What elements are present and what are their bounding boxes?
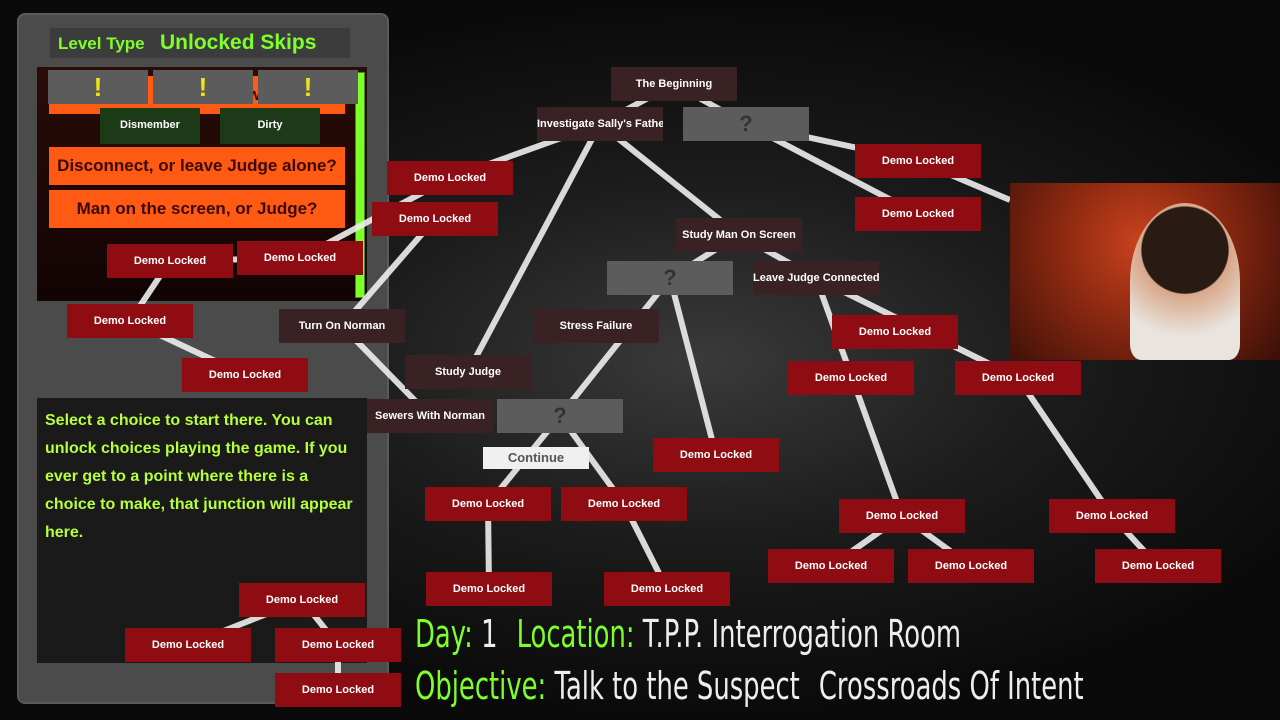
node-demo-locked[interactable]: Demo Locked xyxy=(908,549,1034,583)
day-line: Day: 1 xyxy=(415,612,498,656)
unlocked-skips-title: Unlocked Skips xyxy=(160,31,317,54)
objective-line: Objective: Talk to the Suspect xyxy=(415,664,800,708)
skip-alert-icon[interactable]: ! xyxy=(48,70,148,104)
skip-alert-icon[interactable]: ! xyxy=(258,70,358,104)
node-demo-locked[interactable]: Demo Locked xyxy=(604,572,730,606)
node-investigate-sallys-father[interactable]: Investigate Sally's Father xyxy=(537,107,663,141)
node-study-judge[interactable]: Study Judge xyxy=(405,355,531,389)
location-line: Location: T.P.P. Interrogation Room xyxy=(517,612,962,656)
node-demo-locked[interactable]: Demo Locked xyxy=(107,244,233,278)
info-row-objective: Objective: Talk to the Suspect Crossroad… xyxy=(415,664,1084,708)
node-demo-locked[interactable]: Demo Locked xyxy=(387,161,513,195)
node-demo-locked[interactable]: Demo Locked xyxy=(832,315,958,349)
chapter-title: Crossroads Of Intent xyxy=(818,664,1084,708)
node-demo-locked[interactable]: Demo Locked xyxy=(237,241,363,275)
node-demo-locked[interactable]: Demo Locked xyxy=(182,358,308,392)
node-unknown[interactable]: ? xyxy=(607,261,733,295)
panel-title: Level Type Unlocked Skips xyxy=(50,28,350,58)
node-unknown[interactable]: ? xyxy=(497,399,623,433)
day-value: 1 xyxy=(481,612,498,656)
node-leave-judge-connected[interactable]: Leave Judge Connected xyxy=(753,261,879,295)
node-demo-locked[interactable]: Demo Locked xyxy=(653,438,779,472)
choice-option[interactable]: Man on the screen, or Judge? xyxy=(49,190,345,228)
node-demo-locked[interactable]: Demo Locked xyxy=(239,583,365,617)
scrollbar[interactable] xyxy=(355,72,365,298)
node-demo-locked[interactable]: Demo Locked xyxy=(67,304,193,338)
choice-option[interactable]: Disconnect, or leave Judge alone? xyxy=(49,147,345,185)
node-demo-locked[interactable]: Demo Locked xyxy=(275,628,401,662)
node-demo-locked[interactable]: Demo Locked xyxy=(426,572,552,606)
day-label: Day: xyxy=(415,612,473,656)
node-the-beginning[interactable]: The Beginning xyxy=(611,67,737,101)
description-box: Select a choice to start there. You can … xyxy=(37,398,367,663)
description-text: Select a choice to start there. You can … xyxy=(45,412,353,541)
node-demo-locked[interactable]: Demo Locked xyxy=(275,673,401,707)
node-demo-locked[interactable]: Demo Locked xyxy=(955,361,1081,395)
continue-button[interactable]: Continue xyxy=(483,447,589,469)
node-sewers-with-norman[interactable]: Sewers With Norman xyxy=(367,399,493,433)
node-unknown[interactable]: ? xyxy=(683,107,809,141)
location-label: Location: xyxy=(516,612,635,656)
node-demo-locked[interactable]: Demo Locked xyxy=(855,144,981,178)
node-demo-locked[interactable]: Demo Locked xyxy=(1095,549,1221,583)
node-demo-locked[interactable]: Demo Locked xyxy=(125,628,251,662)
info-row-day-location: Day: 1 Location: T.P.P. Interrogation Ro… xyxy=(415,612,961,656)
node-demo-locked[interactable]: Demo Locked xyxy=(425,487,551,521)
level-type-label: Level Type xyxy=(58,34,145,53)
node-study-man-on-screen[interactable]: Study Man On Screen xyxy=(676,218,802,252)
skip-dismember[interactable]: Dismember xyxy=(100,108,200,144)
objective-value: Talk to the Suspect xyxy=(554,664,800,708)
node-demo-locked[interactable]: Demo Locked xyxy=(855,197,981,231)
location-value: T.P.P. Interrogation Room xyxy=(642,612,962,656)
node-turn-on-norman[interactable]: Turn On Norman xyxy=(279,309,405,343)
streamer-avatar xyxy=(1130,203,1240,360)
skip-dirty[interactable]: Dirty xyxy=(220,108,320,144)
objective-label: Objective: xyxy=(415,664,547,708)
webcam-overlay xyxy=(1010,183,1280,360)
node-stress-failure[interactable]: Stress Failure xyxy=(533,309,659,343)
node-demo-locked[interactable]: Demo Locked xyxy=(839,499,965,533)
node-demo-locked[interactable]: Demo Locked xyxy=(372,202,498,236)
node-demo-locked[interactable]: Demo Locked xyxy=(1049,499,1175,533)
skip-alert-icon[interactable]: ! xyxy=(153,70,253,104)
node-demo-locked[interactable]: Demo Locked xyxy=(788,361,914,395)
node-demo-locked[interactable]: Demo Locked xyxy=(561,487,687,521)
node-demo-locked[interactable]: Demo Locked xyxy=(768,549,894,583)
